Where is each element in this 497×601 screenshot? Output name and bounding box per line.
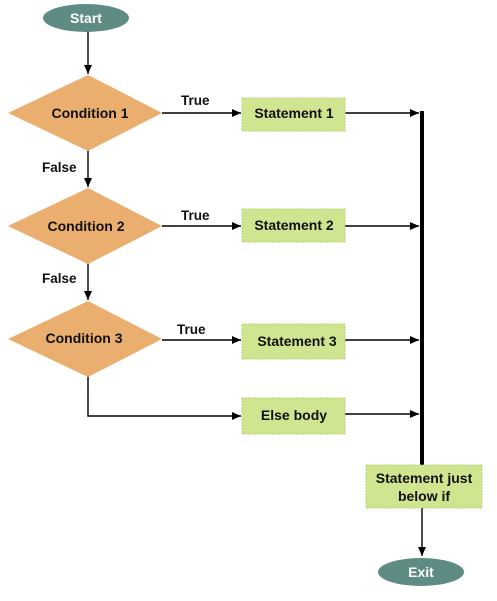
- exit-label: Exit: [408, 564, 434, 580]
- condition1-node: Condition 1: [8, 75, 162, 151]
- statement2-label: Statement 2: [254, 217, 334, 233]
- statement3-label: Statement 3: [257, 333, 337, 349]
- edge-label-false-2: False: [42, 271, 77, 286]
- statement3-node: Statement 3: [241, 323, 346, 360]
- start-label: Start: [70, 10, 102, 26]
- condition2-node: Condition 2: [8, 188, 162, 264]
- edge-label-true-1: True: [181, 93, 210, 108]
- statement-below-if-label-line1: Statement just: [376, 470, 473, 486]
- statement1-node: Statement 1: [241, 97, 346, 132]
- connectors: [84, 31, 426, 556]
- statement1-box: [241, 97, 346, 132]
- statement-below-if-box: [365, 464, 483, 509]
- statement2-node: Statement 2: [241, 208, 346, 243]
- statement-below-if-label-line2: below if: [398, 488, 450, 504]
- statement3-box: [241, 323, 346, 360]
- start-node: Start: [43, 4, 129, 32]
- condition3-node: Condition 3: [8, 301, 162, 377]
- condition2-label: Condition 2: [48, 218, 125, 234]
- else-body-box: [241, 397, 346, 435]
- else-body-label: Else body: [261, 407, 327, 423]
- condition1-diamond: [8, 75, 162, 151]
- edge-label-true-3: True: [177, 322, 206, 337]
- exit-node: Exit: [378, 558, 464, 586]
- else-body-node: Else body: [241, 397, 346, 435]
- start-shape: [43, 4, 129, 32]
- condition1-label: Condition 1: [52, 105, 129, 121]
- statement-below-if-node: Statement just below if: [365, 464, 483, 509]
- condition3-label: Condition 3: [46, 330, 123, 346]
- edge-label-true-2: True: [181, 208, 210, 223]
- exit-shape: [378, 558, 464, 586]
- statement1-label: Statement 1: [254, 105, 334, 121]
- edge-label-false-1: False: [42, 160, 77, 175]
- condition3-diamond: [8, 301, 162, 377]
- edge-condition3-to-else: [87, 376, 241, 420]
- statement2-box: [241, 208, 346, 243]
- condition2-diamond: [8, 188, 162, 264]
